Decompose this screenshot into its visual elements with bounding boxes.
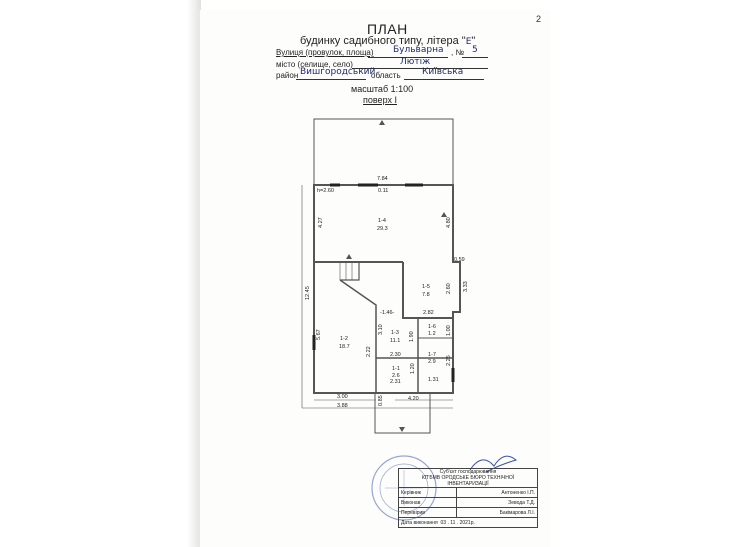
floor-label: поверх І [363, 95, 397, 105]
room-label: 1-7 [428, 352, 436, 358]
stamp-role: Виконав [397, 497, 458, 508]
dimension-label: h=2.60 [317, 188, 334, 194]
stair-lines [339, 262, 353, 280]
dimension-label: 3.00 [337, 394, 348, 400]
dimension-label: 2.22 [366, 346, 372, 357]
page-mark: 2 [536, 14, 542, 24]
wall-2 [402, 262, 453, 319]
stamp-name: Зевода Т.Д. [456, 497, 538, 508]
porch-outline [374, 392, 431, 434]
room-area: 2.6 [392, 373, 400, 379]
dimension-label: 3.10 [378, 324, 384, 335]
dimension-label: 2.60 [446, 283, 452, 294]
number-underline [462, 57, 488, 58]
stamp-role: Перевірив [397, 507, 458, 518]
dimension-label: 4.80 [446, 217, 452, 228]
stamp-name: Антоненко І.П. [456, 487, 538, 498]
dimension-label: 3.88 [337, 403, 348, 409]
room-area: 2.9 [428, 359, 436, 365]
dimension-label: 1.31 [428, 377, 439, 383]
dimension-label: 1.00 [446, 325, 452, 336]
dimension-label: 4.27 [318, 217, 324, 228]
room-label: 1-3 [391, 330, 399, 336]
dimension-label: 4.20 [408, 396, 419, 402]
room-area: 29.3 [377, 226, 388, 232]
windows-side [312, 335, 455, 382]
district-label: район [276, 71, 299, 80]
building-letter: Е [465, 37, 472, 47]
room-area: 1.2 [428, 331, 436, 337]
room-area: 11.1 [390, 338, 400, 344]
dimension-label: -1.46- [380, 310, 395, 316]
street-value: Бульварна [393, 45, 444, 55]
dimension-label: 2.31 [390, 379, 401, 385]
stamp-name: Бакімарова Л.І. [456, 507, 538, 518]
room-area: 18.7 [339, 344, 350, 350]
wall-5 [417, 318, 453, 359]
room-label: 1-4 [378, 218, 386, 224]
room-label: 1-2 [340, 336, 348, 342]
city-label: місто (селище, село) [276, 60, 353, 69]
room-area: 7.8 [422, 292, 430, 298]
number-value: 5 [472, 45, 478, 55]
wall-stair [340, 262, 360, 281]
dimension-label: 2.25 [446, 355, 452, 366]
city-value: Лютіж [400, 57, 431, 67]
dimension-label: 3.33 [463, 281, 469, 292]
region-underline [404, 79, 484, 80]
dimension-label: 1.20 [410, 363, 416, 374]
district-underline [296, 79, 366, 80]
dimension-label: 0.85 [378, 395, 384, 406]
page-subtitle: будинку садибного типу, літера "Е" [300, 35, 476, 47]
street-label: Вулиця (провулок, площа) [276, 48, 374, 57]
district-value: Вишгородський [300, 67, 376, 77]
dimension-label: 5.67 [316, 329, 322, 340]
dimension-label: 7.84 [377, 176, 388, 182]
region-value: Київська [422, 67, 464, 77]
dimension-label: 0.11 [378, 188, 388, 194]
room-label: 1-5 [422, 284, 430, 290]
page-title: ПЛАН [367, 21, 408, 37]
number-label: , № [451, 48, 465, 57]
house-outline [313, 184, 461, 394]
arrow-markers [346, 120, 447, 432]
signature [469, 455, 518, 473]
stamp-date-row: Дата виконання 03 . 11 . 2021р. [398, 517, 538, 528]
dimension-lines [301, 185, 453, 409]
wall-3 [339, 279, 377, 393]
room-label: 1-6 [428, 324, 436, 330]
dimension-label: 12.45 [305, 286, 311, 300]
street-underline [368, 57, 448, 58]
room-label: 1-1 [392, 366, 400, 372]
stamp-role: Керівник [397, 487, 458, 498]
scale-label: масштаб 1:100 [351, 84, 414, 94]
region-label: область [371, 71, 401, 80]
dimension-label: 2.82 [423, 310, 434, 316]
dimension-label: 0.59 [454, 257, 465, 263]
document-sheet [200, 10, 550, 547]
page-fold-shadow [187, 0, 201, 547]
dimension-label: 2.30 [390, 352, 401, 358]
city-underline [352, 68, 488, 69]
dimension-label: 1.90 [409, 331, 415, 342]
